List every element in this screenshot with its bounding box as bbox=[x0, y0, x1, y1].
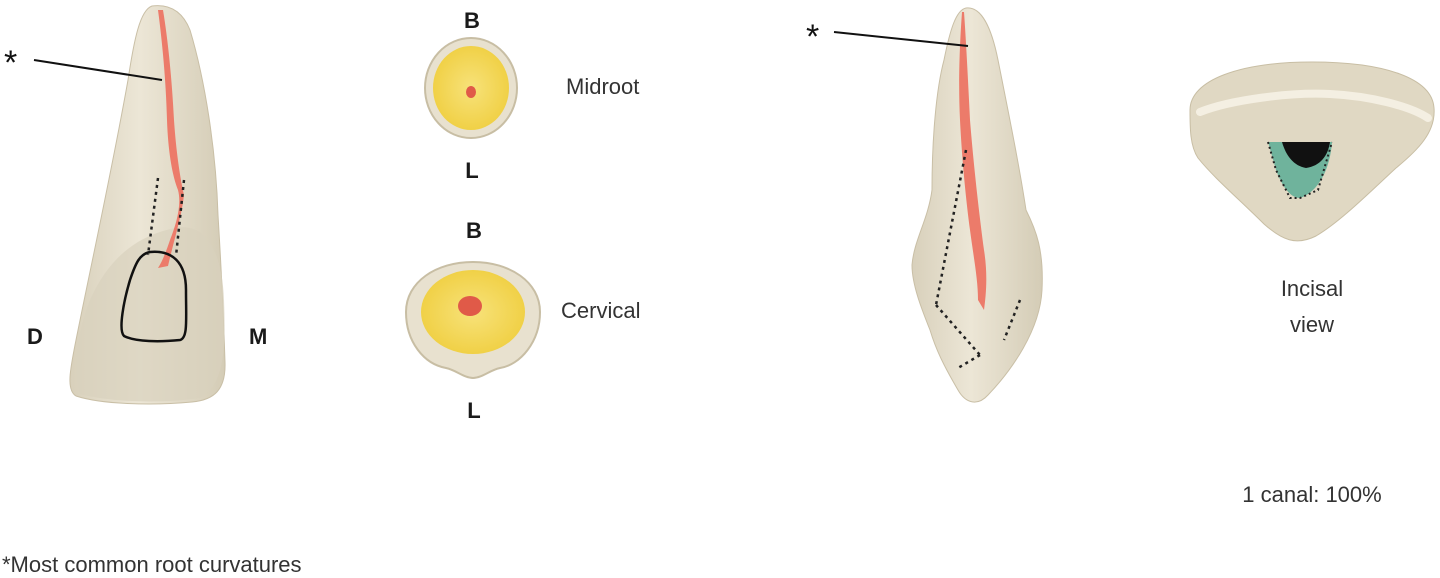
access-opening-dotted bbox=[1267, 141, 1333, 199]
incisal-view-label-line2: view bbox=[1289, 312, 1335, 337]
access-opening-dark bbox=[1282, 142, 1330, 168]
tooth-proximal-view bbox=[33, 5, 226, 405]
midroot-pulp bbox=[466, 86, 476, 98]
cervical-pulp bbox=[458, 296, 482, 316]
lingual-bottom-label: L bbox=[467, 398, 481, 423]
buccal-top-label: B bbox=[464, 8, 480, 33]
curvature-leader-line-right bbox=[833, 31, 969, 47]
lingual-top-label: L bbox=[465, 158, 479, 183]
incisal-view-label-line1: Incisal bbox=[1280, 276, 1344, 301]
access-cavity-outline bbox=[120, 250, 188, 343]
tooth-lateral-view bbox=[833, 7, 1043, 403]
asterisk-right-label: * bbox=[806, 18, 820, 56]
cervical-label: Cervical bbox=[561, 298, 641, 323]
outline-dotted-lateral bbox=[934, 149, 1022, 370]
distal-label: D bbox=[27, 324, 43, 349]
incisal-view bbox=[1189, 61, 1435, 242]
canal-outline-dotted bbox=[146, 177, 186, 257]
asterisk-left-label: * bbox=[4, 44, 18, 82]
incisal-highlight bbox=[1196, 89, 1432, 122]
cervical-cross-section bbox=[404, 260, 542, 380]
root-canal-lateral bbox=[959, 12, 987, 310]
curvature-leader-line-left bbox=[33, 59, 163, 81]
footnote-label: *Most common root curvatures bbox=[2, 552, 302, 577]
buccal-bottom-label: B bbox=[466, 218, 482, 243]
canal-percentage-label: 1 canal: 100% bbox=[1242, 482, 1382, 507]
mesial-label: M bbox=[249, 324, 268, 349]
midroot-cross-section bbox=[424, 37, 518, 139]
midroot-label: Midroot bbox=[566, 74, 640, 99]
root-canal bbox=[158, 10, 184, 268]
crown-shade bbox=[76, 227, 225, 402]
